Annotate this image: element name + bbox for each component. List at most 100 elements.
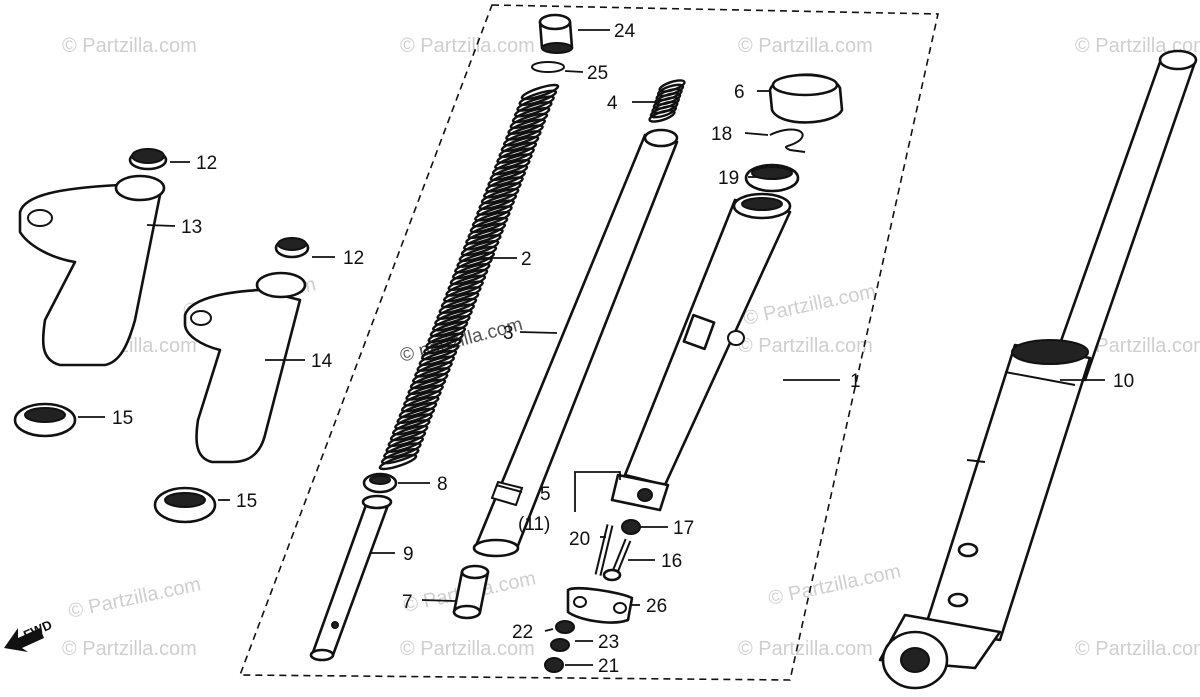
watermark: © Partzilla.com [400, 35, 535, 57]
spring-coil [436, 303, 476, 320]
spring-coil [491, 159, 531, 176]
rubber-mount-part-15 [13, 402, 217, 524]
spring-coil [394, 413, 433, 430]
spring-coil [478, 193, 518, 210]
spring-coil [405, 384, 444, 401]
spring-coil [462, 234, 502, 251]
spring-coil [476, 199, 515, 216]
damper-rod-part-9 [309, 494, 393, 662]
callout-4: 4 [607, 93, 618, 114]
spring-coil [516, 95, 555, 112]
spring-coil [383, 442, 422, 459]
spring-coil [465, 228, 504, 245]
watermark: © Partzilla.com [738, 335, 873, 357]
nut-part-21 [544, 657, 564, 673]
spring-coil [505, 124, 544, 141]
spring-coil [489, 164, 529, 182]
callout-26: 26 [646, 596, 667, 617]
stud-bolt-part-20 [594, 524, 614, 576]
spring-coil [496, 147, 535, 164]
spring-coil [403, 390, 442, 407]
spring-coil [474, 205, 513, 222]
spring-coil [467, 222, 507, 239]
spring-coil [423, 338, 462, 355]
spring-coil [458, 245, 498, 263]
spring-coil [445, 280, 484, 297]
spring-coil [434, 309, 473, 326]
callout-16: 16 [661, 551, 682, 572]
fork-slider-part-1 [610, 192, 792, 512]
callout-6: 6 [734, 82, 745, 103]
watermark: © Partzilla.com [741, 280, 877, 330]
spring-coil [454, 257, 493, 274]
spring-coil [391, 419, 431, 436]
spring-coil [385, 436, 425, 453]
callout-10: 10 [1113, 371, 1134, 392]
callout-7: 7 [402, 592, 413, 613]
fork-cap-bolt-part-24 [538, 13, 574, 54]
callout-25: 25 [587, 63, 608, 84]
spring-coil [440, 291, 480, 309]
spring-coil [456, 251, 496, 268]
spring-coil [511, 106, 551, 124]
callout-20: 20 [569, 529, 590, 550]
spring-coil [411, 367, 451, 384]
spring-coil [471, 211, 511, 228]
forward-direction-arrow: FWD [4, 617, 54, 652]
piston-ring-part-8 [362, 472, 398, 494]
spring-coil [469, 216, 509, 234]
spring-coil [398, 401, 438, 419]
callout-5: 5 [540, 484, 551, 505]
spring-coil [431, 315, 471, 332]
spring-coil [389, 424, 429, 442]
spring-coil [425, 332, 464, 349]
watermark: © Partzilla.com [738, 35, 873, 57]
spring-coil [485, 176, 524, 193]
upper-bracket-part-13 [18, 148, 168, 367]
spring-coil [447, 274, 487, 291]
spring-coil [498, 141, 538, 158]
callout-2: 2 [521, 249, 532, 270]
spring-coil [451, 263, 491, 280]
watermark: © Partzilla.com [1075, 335, 1200, 357]
callout-19: 19 [718, 168, 739, 189]
callout-21: 21 [598, 656, 619, 677]
spring-coil [416, 355, 456, 372]
callout-24: 24 [614, 21, 636, 42]
spring-coil [460, 239, 500, 257]
watermark: © Partzilla.com [62, 35, 197, 57]
watermark: © Partzilla.com [766, 560, 902, 610]
callout-9: 9 [403, 544, 414, 565]
callout-12: 12 [343, 248, 364, 269]
callout-1: 1 [850, 371, 861, 392]
spring-coil [429, 320, 469, 338]
leader-lines [78, 29, 1105, 666]
o-ring-part-25 [531, 61, 565, 73]
spring-coil [494, 153, 533, 170]
nut-part-17 [621, 519, 641, 535]
callout-17: 17 [673, 518, 694, 539]
spring-coil [500, 135, 540, 153]
spring-coil [442, 286, 482, 303]
spring-coil [480, 187, 520, 205]
spring-coil [378, 453, 418, 471]
spring-coil [513, 101, 553, 118]
watermark: © Partzilla.com [1075, 638, 1200, 660]
watermark: © Partzilla.com [400, 638, 535, 660]
callout-13: 13 [181, 217, 202, 238]
clip-part-18 [769, 128, 806, 153]
fork-assembly-part-10 [878, 49, 1198, 690]
spring-coil [380, 448, 420, 465]
spring-part-4 [648, 79, 686, 123]
fork-tube-part-3 [472, 128, 679, 558]
oil-lock-piece-part-7 [452, 564, 490, 620]
watermark: © Partzilla.com [738, 638, 873, 660]
callout-18: 18 [711, 124, 732, 145]
spring-coil [487, 170, 527, 187]
callout-11: (11) [518, 514, 550, 535]
callout-12: 12 [196, 153, 217, 174]
spring-coil [520, 83, 560, 101]
spring-coil [518, 89, 558, 106]
oil-seal-part-19 [744, 163, 800, 193]
